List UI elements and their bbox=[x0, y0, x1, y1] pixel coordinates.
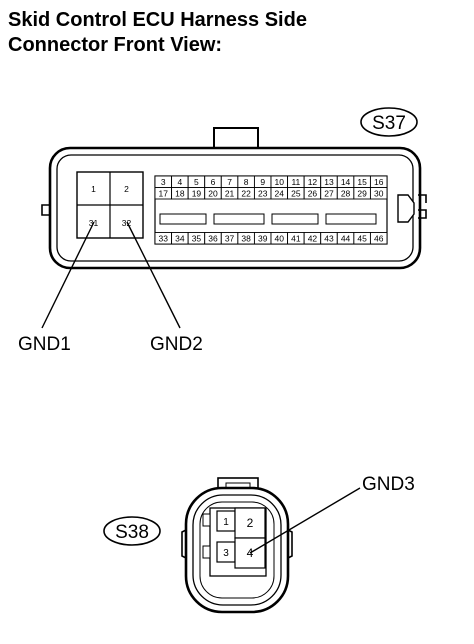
s37-pin-21: 21 bbox=[225, 189, 235, 199]
s38-pin-2-cell bbox=[234, 507, 266, 539]
s37-pin-37: 37 bbox=[225, 234, 235, 244]
s38-pin-1: 1 bbox=[223, 517, 229, 528]
s37-key-slot bbox=[213, 213, 265, 225]
page-title: Skid Control ECU Harness Side Connector … bbox=[8, 8, 307, 58]
gnd3-leader bbox=[249, 487, 361, 554]
gnd1-leader bbox=[41, 221, 95, 329]
s37-pin-15: 15 bbox=[357, 177, 367, 187]
s37-pin-3: 3 bbox=[161, 177, 166, 187]
s37-row-2: 17 18 19 20 21 22 23 24 25 26 27 28 29 30 bbox=[154, 187, 388, 200]
s37-pin-32: 32 bbox=[122, 218, 132, 228]
s37-pin-24: 24 bbox=[275, 189, 285, 199]
s37-pin-9: 9 bbox=[260, 177, 265, 187]
label-gnd1: GND1 bbox=[18, 334, 71, 355]
s37-housing-outer bbox=[48, 146, 422, 270]
s38-id: S38 bbox=[115, 522, 149, 543]
s37-pin-11: 11 bbox=[291, 177, 300, 187]
s37-pin-30: 30 bbox=[374, 189, 384, 199]
s37-pin-36: 36 bbox=[208, 234, 218, 244]
s37-pin-45: 45 bbox=[357, 234, 367, 244]
s37-key-slot bbox=[159, 213, 207, 225]
s37-pin-35: 35 bbox=[192, 234, 202, 244]
s37-pin-1: 1 bbox=[91, 184, 96, 194]
s37-id: S37 bbox=[372, 113, 406, 134]
s37-pin-39: 39 bbox=[258, 234, 268, 244]
s37-pin-10: 10 bbox=[275, 177, 285, 187]
s37-pin-4: 4 bbox=[177, 177, 182, 187]
s38-pin-2: 2 bbox=[247, 516, 254, 530]
connector-s38: 1 2 3 4 bbox=[181, 477, 293, 614]
s37-pin-14: 14 bbox=[341, 177, 351, 187]
s37-pin-33: 33 bbox=[159, 234, 169, 244]
title-line-2: Connector Front View: bbox=[8, 34, 223, 56]
s37-pin-19: 19 bbox=[192, 189, 202, 199]
s37-pin-22: 22 bbox=[241, 189, 251, 199]
s37-pin-38: 38 bbox=[241, 234, 251, 244]
s38-housing-inner bbox=[192, 494, 282, 606]
s37-key-slot bbox=[325, 213, 377, 225]
s37-pin-cell bbox=[369, 187, 388, 200]
s37-pin-23: 23 bbox=[258, 189, 268, 199]
s37-pin-cell bbox=[369, 232, 388, 245]
s37-key-slot bbox=[271, 213, 319, 225]
s37-pin-41: 41 bbox=[291, 234, 301, 244]
s37-pin-28: 28 bbox=[341, 189, 351, 199]
s37-pin-8: 8 bbox=[244, 177, 249, 187]
s37-pin-17: 17 bbox=[159, 189, 169, 199]
s37-pin-12: 12 bbox=[308, 177, 318, 187]
s37-pin-6: 6 bbox=[211, 177, 216, 187]
s37-pin-5: 5 bbox=[194, 177, 199, 187]
s37-pin-46: 46 bbox=[374, 234, 384, 244]
s37-left-tab bbox=[41, 204, 50, 216]
s37-id-tag: S37 bbox=[360, 107, 418, 137]
s37-pin-34: 34 bbox=[175, 234, 185, 244]
s38-pin-3: 3 bbox=[223, 548, 229, 559]
s37-pin-18: 18 bbox=[175, 189, 185, 199]
s37-pin-26: 26 bbox=[308, 189, 318, 199]
label-gnd3: GND3 bbox=[362, 474, 415, 495]
s37-pin-25: 25 bbox=[291, 189, 301, 199]
s37-row-3: 33 34 35 36 37 38 39 40 41 42 43 44 45 46 bbox=[154, 232, 388, 245]
s37-pin-43: 43 bbox=[324, 234, 334, 244]
s37-pin-27: 27 bbox=[324, 189, 334, 199]
s37-pin-20: 20 bbox=[208, 189, 218, 199]
s37-pin-16: 16 bbox=[374, 177, 384, 187]
s37-pin-42: 42 bbox=[308, 234, 318, 244]
s37-latch bbox=[213, 127, 259, 148]
s37-pin-13: 13 bbox=[324, 177, 334, 187]
title-line-1: Skid Control ECU Harness Side bbox=[8, 9, 307, 31]
s38-id-tag: S38 bbox=[103, 516, 161, 546]
label-gnd2: GND2 bbox=[150, 334, 203, 355]
gnd2-leader bbox=[126, 221, 181, 329]
s37-pin-29: 29 bbox=[357, 189, 367, 199]
s37-row-1: 3 4 5 6 7 8 9 10 11 12 13 14 15 16 bbox=[154, 175, 388, 188]
s37-lock bbox=[397, 194, 415, 223]
s37-pin-7: 7 bbox=[227, 177, 232, 187]
s37-pin-2: 2 bbox=[124, 184, 129, 194]
s37-pin-40: 40 bbox=[275, 234, 285, 244]
s37-pin-44: 44 bbox=[341, 234, 351, 244]
